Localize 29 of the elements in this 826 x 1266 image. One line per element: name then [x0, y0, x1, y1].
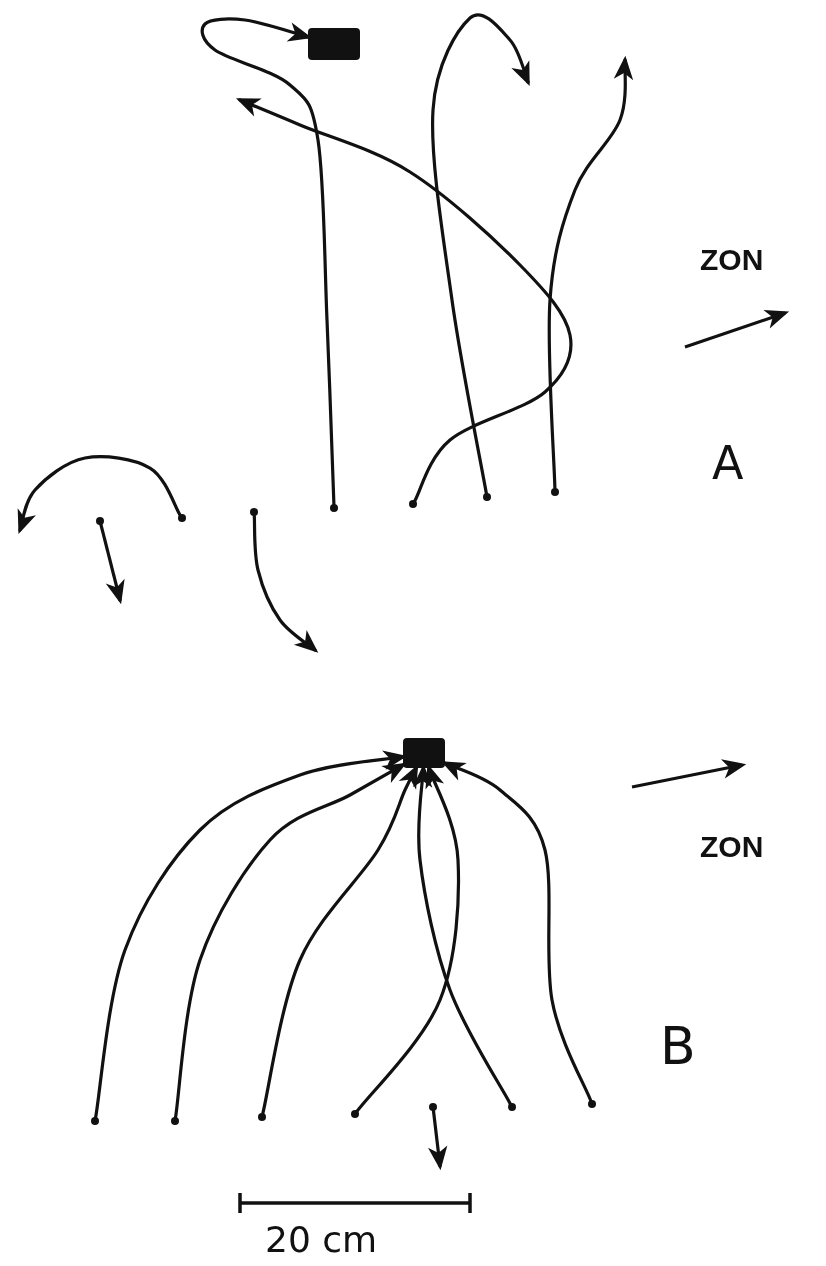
start-dot [91, 1117, 99, 1125]
path-arrow [99, 523, 125, 605]
path-arrow [428, 1109, 448, 1171]
start-dot [178, 514, 186, 522]
food-block [308, 28, 360, 60]
start-dot [409, 500, 417, 508]
start-dot [330, 504, 338, 512]
panel-letter: A [712, 440, 744, 486]
start-dot [250, 508, 258, 516]
start-dot [429, 1103, 437, 1111]
path-arrow [252, 514, 319, 653]
start-dot [351, 1110, 359, 1118]
start-dot [588, 1100, 596, 1108]
start-dot [96, 517, 104, 525]
path-arrow [547, 55, 634, 490]
start-dot [508, 1103, 516, 1111]
path-arrow [200, 17, 336, 506]
start-dot [483, 493, 491, 501]
sun-label: ZON [700, 832, 764, 862]
start-dot [258, 1113, 266, 1121]
start-dot [171, 1117, 179, 1125]
dimension-label: 20 cm [265, 1222, 378, 1258]
sun-label: ZON [700, 245, 764, 275]
path-arrow [236, 98, 573, 503]
path-arrow [430, 13, 531, 495]
path-arrow [16, 455, 182, 535]
start-dot [551, 488, 559, 496]
panel-letter: B [660, 1020, 696, 1072]
food-block [403, 738, 445, 768]
